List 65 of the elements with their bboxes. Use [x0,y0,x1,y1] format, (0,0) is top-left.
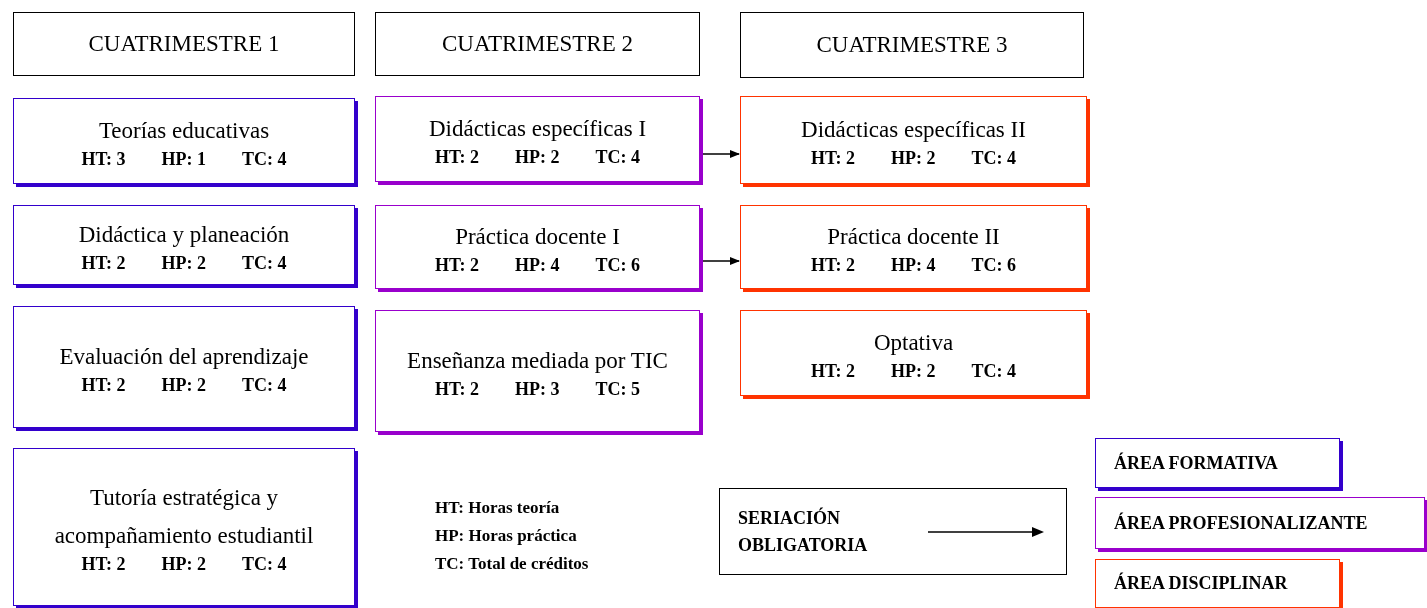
legend-text: ÁREA DISCIPLINAR [1114,573,1288,594]
course-title: Tutoría estratégica y acompañamiento estudiantil [53,483,315,550]
credit-value: HT: 2 [81,375,126,397]
credit-value: TC: 5 [595,379,641,401]
credit-value: TC: 4 [971,361,1017,383]
course-title: Didáctica y planeación [78,220,290,249]
credit-value: TC: 4 [595,147,641,169]
course-box [375,205,700,289]
credit-value: HP: 2 [515,147,560,169]
credit-value: HP: 3 [515,379,560,401]
credit-value: HP: 2 [161,375,207,397]
credit-value: HP: 2 [891,361,936,383]
credit-value: HT: 2 [810,148,856,170]
abbreviation-note: HP: Horas práctica [435,526,577,546]
credit-value: TC: 6 [595,255,641,277]
course-box [13,306,355,428]
semester-title: CUATRIMESTRE 3 [816,32,1008,58]
credit-value: HP: 2 [161,554,207,576]
credit-value: TC: 4 [242,375,287,397]
course-box [13,448,355,606]
course-title: Didácticas específicas II [801,115,1026,144]
semester-header-box [13,12,355,76]
credit-value: TC: 4 [971,148,1017,170]
semester-header-box [375,12,700,76]
credit-value: HT: 2 [810,255,856,277]
credit-value: HP: 4 [515,255,560,277]
course-title: Evaluación del aprendizaje [59,342,309,371]
course-title: Teorías educativas [98,116,270,145]
legend-text: SERIACIÓN OBLIGATORIA [738,506,869,557]
credit-value: HP: 1 [161,149,207,171]
credit-value: HT: 2 [434,255,480,277]
abbreviation-note: TC: Total de créditos [435,554,589,574]
credit-value: TC: 6 [971,255,1017,277]
course-box [740,205,1087,289]
semester-title: CUATRIMESTRE 2 [441,31,633,57]
course-box [375,96,700,182]
course-title: Enseñanza mediada por TIC [407,346,668,375]
credit-value: HP: 2 [161,253,207,275]
course-title: Práctica docente II [827,222,1000,251]
course-box [740,96,1087,184]
course-box [13,205,355,285]
course-title: Optativa [873,328,954,357]
credit-value: HT: 2 [81,554,126,576]
course-title: Práctica docente I [455,222,620,251]
semester-title: CUATRIMESTRE 1 [88,31,280,57]
arrow [700,150,740,158]
arrow [700,257,740,265]
credit-value: HT: 2 [810,361,856,383]
credit-value: HP: 2 [891,148,936,170]
credit-value: TC: 4 [242,253,287,275]
course-box [13,98,355,184]
credit-value: HP: 4 [891,255,936,277]
course-box [375,310,700,432]
credit-value: HT: 2 [81,253,126,275]
credit-value: HT: 3 [81,149,126,171]
semester-header-box [740,12,1084,78]
credit-value: TC: 4 [242,149,287,171]
course-box [740,310,1087,396]
credit-value: HT: 2 [434,379,480,401]
course-title: Didácticas específicas I [428,114,647,143]
credit-value: TC: 4 [242,554,287,576]
abbreviation-note: HT: Horas teoría [435,498,560,518]
legend-text: ÁREA FORMATIVA [1114,452,1278,474]
legend-text: ÁREA PROFESIONALIZANTE [1114,512,1368,534]
credit-value: HT: 2 [434,147,480,169]
